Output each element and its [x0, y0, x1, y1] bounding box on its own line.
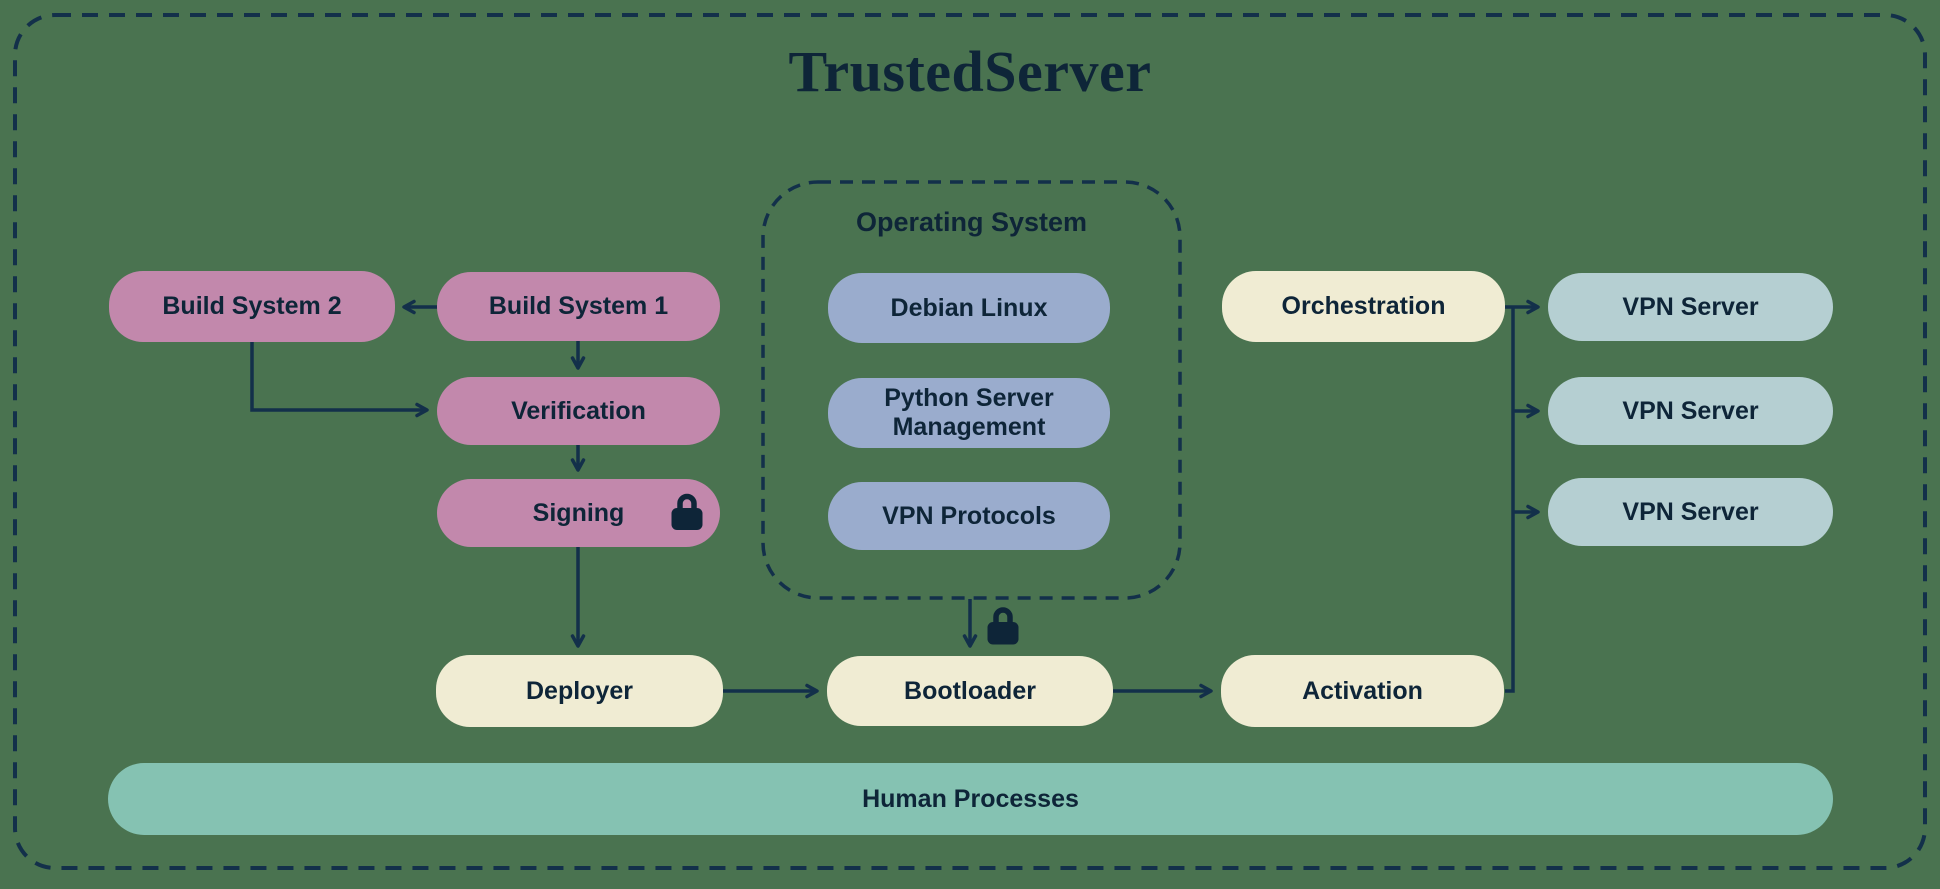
node-vpn-server-1: VPN Server — [1548, 273, 1833, 341]
node-activation: Activation — [1221, 655, 1504, 727]
operating-system-group-label: Operating System — [855, 207, 1088, 237]
node-vpn-server-3: VPN Server — [1548, 478, 1833, 546]
lock-icon — [671, 493, 703, 530]
node-deployer: Deployer — [436, 655, 723, 727]
node-bootloader: Bootloader — [827, 656, 1113, 726]
human-processes-bar: Human Processes — [108, 763, 1833, 835]
node-verification: Verification — [437, 377, 720, 445]
lock-icon — [987, 607, 1019, 645]
arrow-bs2-to-verification — [250, 342, 429, 418]
node-python-server-management: Python Server Management — [828, 378, 1110, 448]
node-vpn-server-2: VPN Server — [1548, 377, 1833, 445]
node-vpn-protocols: VPN Protocols — [828, 482, 1110, 550]
node-build-system-1: Build System 1 — [437, 272, 720, 341]
node-orchestration: Orchestration — [1222, 271, 1505, 342]
node-build-system-2: Build System 2 — [109, 271, 395, 342]
page-title: TrustedServer — [788, 39, 1152, 104]
trunk-activation-to-vpn — [1505, 307, 1515, 693]
node-debian-linux: Debian Linux — [828, 273, 1110, 343]
